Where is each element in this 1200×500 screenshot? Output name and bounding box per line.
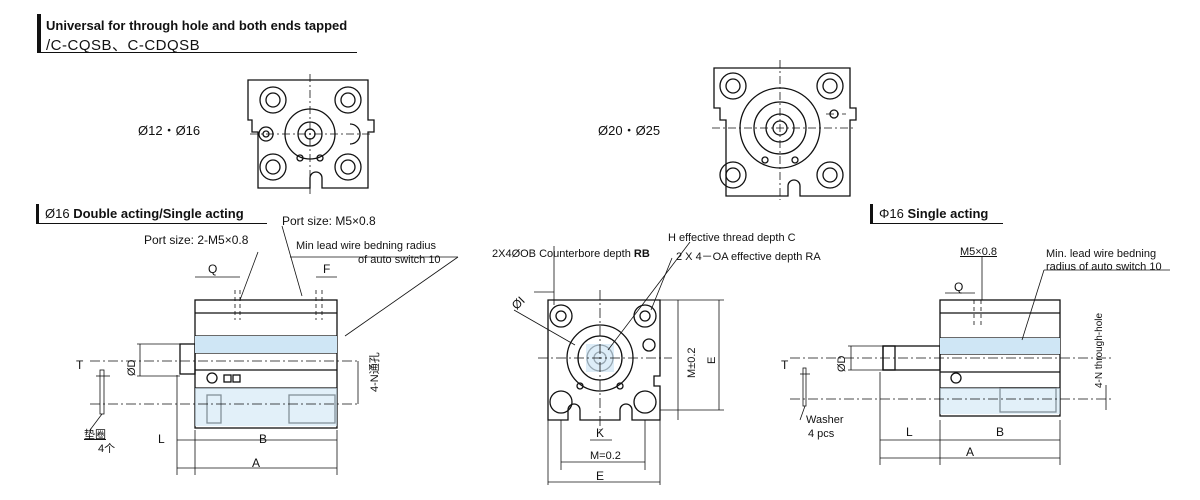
dim-d-label: ØD bbox=[836, 355, 848, 373]
header-accent-bar bbox=[37, 14, 41, 52]
washer-count-label: 4 pcs bbox=[808, 428, 835, 440]
counterbore-label: 2X4ØOB Counterbore depth RB bbox=[492, 248, 650, 260]
dim-b-label: B bbox=[259, 432, 268, 446]
dim-k-label: K bbox=[596, 426, 605, 440]
header-frame bbox=[37, 14, 357, 53]
lead-wire-label-2: radius of auto switch 10 bbox=[1046, 261, 1162, 273]
dim-m-vertical-label: M±0.2 bbox=[686, 347, 698, 379]
section-heading-single-acting: Φ16 Single acting bbox=[870, 204, 1003, 224]
dim-t-label: T bbox=[781, 358, 789, 372]
end-view-large bbox=[713, 67, 857, 197]
counterbore-text: 2X4ØOB Counterbore depth bbox=[492, 248, 631, 260]
dim-l-label: L bbox=[158, 432, 165, 446]
through-hole-label: 4-N通孔 bbox=[369, 352, 381, 392]
lead-wire-label: Min. lead wire bedning bbox=[1046, 248, 1157, 260]
section-heading-double-acting: Ø16 Double acting/Single acting bbox=[36, 204, 267, 224]
dim-q-label: Q bbox=[208, 262, 218, 276]
header-title: Universal for through hole and both ends… bbox=[46, 18, 348, 33]
dim-l-label: L bbox=[906, 425, 913, 439]
dim-q-label: Q bbox=[954, 280, 964, 294]
port-size-top-label: Port size: M5×0.8 bbox=[282, 214, 376, 228]
dim-m-label: M=0.2 bbox=[590, 450, 621, 462]
header-model-codes: /C-CQSB、C-CDQSB bbox=[46, 37, 201, 54]
dim-e-label: E bbox=[596, 469, 605, 483]
section-title: Single acting bbox=[907, 206, 989, 221]
lead-wire-label: Min lead wire bedning radius bbox=[296, 240, 437, 252]
washer-label: Washer bbox=[806, 414, 844, 426]
oa-thread-label: 2 X 4－OA effective depth RA bbox=[676, 251, 821, 263]
h-thread-label: H effective thread depth C bbox=[668, 232, 796, 244]
dim-a-label: A bbox=[966, 445, 975, 459]
washer-count-label: 4个 bbox=[98, 443, 116, 455]
washer-label: 垫圈 bbox=[84, 429, 106, 441]
dim-b-label: B bbox=[996, 425, 1005, 439]
dim-a-label: A bbox=[252, 456, 261, 470]
dim-d-label: ØD bbox=[126, 359, 138, 377]
lead-wire-label-2: of auto switch 10 bbox=[358, 254, 441, 266]
counterbore-depth-code: RB bbox=[633, 248, 650, 260]
dim-e-vertical-label: E bbox=[706, 356, 718, 364]
through-hole-label: 4-N through-hole bbox=[1094, 312, 1105, 388]
dim-f-label: F bbox=[323, 262, 331, 276]
port-size-label: M5×0.8 bbox=[960, 246, 997, 258]
port-size-left-label: Port size: 2-M5×0.8 bbox=[144, 233, 249, 247]
section-prefix: Ø16 bbox=[45, 206, 70, 221]
section-prefix: Φ16 bbox=[879, 206, 904, 221]
large-bore-label: Ø20・Ø25 bbox=[598, 123, 661, 138]
small-bore-label: Ø12・Ø16 bbox=[138, 123, 201, 138]
dim-t-label: T bbox=[76, 358, 84, 372]
section-title: Double acting/Single acting bbox=[73, 206, 244, 221]
